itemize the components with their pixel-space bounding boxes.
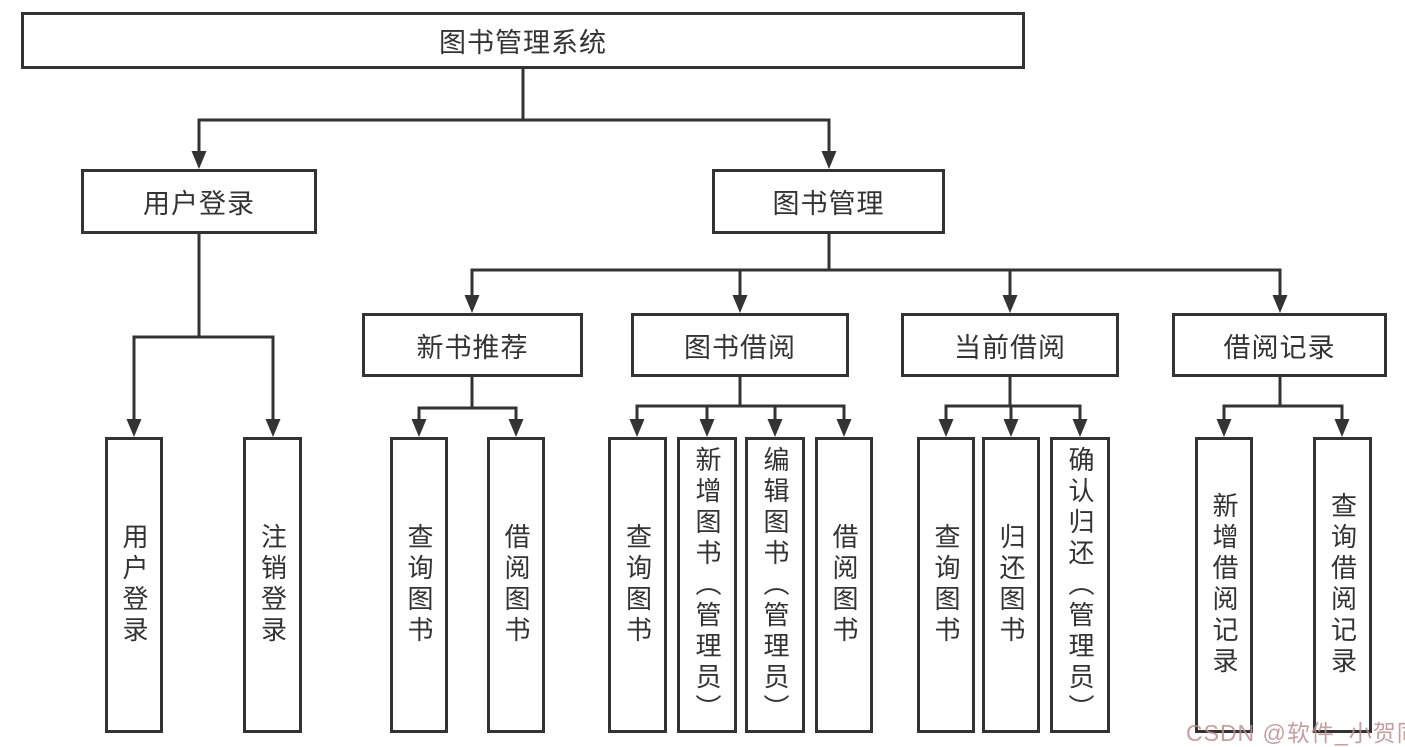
node-label: 图书借阅: [684, 332, 796, 363]
node-borrowing-records: 借阅记录: [1172, 313, 1387, 377]
leaf-label: 新增图书（管理员）: [692, 445, 722, 725]
node-new-book-recommend: 新书推荐: [362, 313, 583, 377]
node-label: 借阅记录: [1223, 332, 1336, 363]
leaf-add-borrow-record: 新增借阅记录: [1195, 437, 1253, 733]
leaf-query-borrow-record: 查询借阅记录: [1313, 437, 1372, 733]
node-current-borrowing: 当前借阅: [901, 313, 1119, 377]
leaf-label: 查询图书: [931, 523, 961, 647]
node-label: 图书管理系统: [439, 28, 607, 58]
node-label: 用户登录: [143, 189, 255, 219]
leaf-confirm-return-admin: 确认归还（管理员）: [1050, 437, 1110, 733]
leaf-query-books-current: 查询图书: [917, 437, 975, 733]
leaf-label: 查询图书: [622, 523, 653, 647]
leaf-label: 新增借阅记录: [1209, 492, 1239, 678]
leaf-logout: 注销登录: [243, 437, 302, 733]
csdn-watermark: CSDN @软件_小贺同学: [1186, 720, 1405, 746]
leaf-label: 用户登录: [119, 523, 149, 647]
leaf-return-books: 归还图书: [982, 437, 1040, 733]
node-book-management: 图书管理: [712, 169, 945, 234]
leaf-label: 编辑图书（管理员）: [760, 445, 790, 725]
arrowheads: [126, 151, 1350, 437]
leaf-query-books-recommend: 查询图书: [390, 437, 448, 733]
node-label: 新书推荐: [416, 332, 529, 363]
node-label: 图书管理: [772, 189, 885, 219]
node-label: 当前借阅: [954, 332, 1066, 363]
node-user-login: 用户登录: [81, 169, 317, 234]
node-library-management-system: 图书管理系统: [21, 12, 1025, 69]
leaf-borrow-books-recommend: 借阅图书: [487, 437, 545, 733]
leaf-label: 查询图书: [404, 523, 434, 647]
leaf-label: 注销登录: [257, 523, 288, 647]
leaf-user-login: 用户登录: [105, 437, 163, 733]
leaf-edit-book-admin: 编辑图书（管理员）: [745, 437, 805, 733]
leaf-add-book-admin: 新增图书（管理员）: [677, 437, 737, 733]
leaf-label: 借阅图书: [501, 523, 531, 647]
leaf-label: 借阅图书: [829, 523, 859, 647]
node-book-borrowing: 图书借阅: [631, 313, 849, 377]
leaf-label: 确认归还（管理员）: [1065, 445, 1095, 725]
leaf-borrow-books: 借阅图书: [815, 437, 873, 733]
leaf-label: 查询借阅记录: [1327, 492, 1358, 678]
leaf-label: 归还图书: [996, 523, 1026, 647]
leaf-query-books-borrow: 查询图书: [608, 437, 667, 733]
